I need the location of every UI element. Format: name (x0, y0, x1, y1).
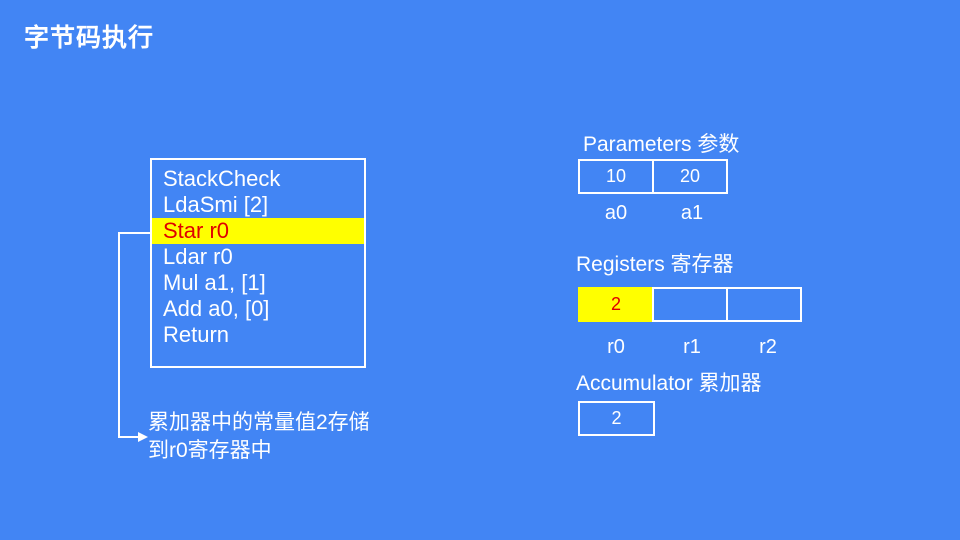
accumulator-cells: 2 (578, 401, 655, 436)
register-cell-r0: 2 (578, 287, 654, 322)
accumulator-cell: 2 (578, 401, 655, 436)
bytecode-listing-box: StackCheck LdaSmi [2] Star r0 Ldar r0 Mu… (150, 158, 366, 368)
annotation-line-1: 累加器中的常量值2存储 (148, 411, 370, 434)
parameters-axis-labels: a0 a1 (578, 202, 730, 225)
bytecode-line: Add a0, [0] (163, 296, 270, 321)
parameter-name-a1: a1 (680, 202, 704, 224)
bytecode-line: Mul a1, [1] (163, 270, 266, 295)
registers-label: Registers 寄存器 (576, 253, 734, 276)
bytecode-line: StackCheck (163, 166, 281, 191)
bytecode-line-active: Star r0 (152, 218, 364, 244)
registers-cells: 2 (578, 287, 802, 322)
register-cell-r1 (652, 287, 728, 322)
bytecode-line: LdaSmi [2] (163, 192, 269, 217)
annotation-line-2: 到r0寄存器中 (148, 439, 272, 462)
bytecode-list: StackCheck LdaSmi [2] Star r0 Ldar r0 Mu… (152, 166, 364, 348)
parameter-name-a0: a0 (604, 202, 628, 224)
register-name-r2: r2 (759, 336, 777, 358)
parameter-cell-a0: 10 (578, 159, 654, 194)
register-cell-r2 (726, 287, 802, 322)
parameter-cell-a1: 20 (652, 159, 728, 194)
parameters-cells: 10 20 (578, 159, 728, 194)
parameters-label: Parameters 参数 (583, 133, 740, 156)
register-name-r1: r1 (683, 336, 701, 358)
page-title: 字节码执行 (24, 24, 155, 52)
accumulator-label: Accumulator 累加器 (576, 372, 762, 395)
register-name-r0: r0 (607, 336, 625, 358)
bytecode-line: Return (163, 322, 230, 347)
registers-axis-labels: r0 r1 r2 (578, 336, 806, 359)
bytecode-line: Ldar r0 (163, 244, 233, 269)
annotation-text: 累加器中的常量值2存储 到r0寄存器中 (148, 409, 448, 465)
